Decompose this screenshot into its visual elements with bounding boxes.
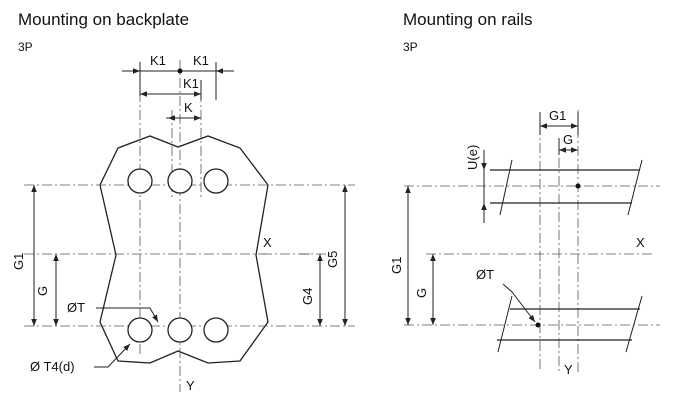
k1-mid-label: K1 xyxy=(183,76,199,91)
rails-title: Mounting on rails xyxy=(403,10,533,29)
k-label: K xyxy=(184,100,193,115)
bottom-hole-2 xyxy=(167,317,193,343)
g-label: G xyxy=(35,286,50,296)
x-axis-label: X xyxy=(263,235,272,250)
rails-x-axis-label: X xyxy=(636,235,645,250)
ue-label: U(e) xyxy=(465,145,480,170)
backplate-subtitle: 3P xyxy=(18,40,33,54)
top-hole-2 xyxy=(167,168,193,194)
top-hole-3 xyxy=(203,168,229,194)
top-hole-1 xyxy=(127,168,153,194)
rails-g-label: G xyxy=(414,288,429,298)
bottom-hole-1 xyxy=(127,317,153,343)
k1-left-label: K1 xyxy=(150,53,166,68)
rails-g1-top-label: G1 xyxy=(549,108,566,123)
rails-g1-label: G1 xyxy=(389,257,404,274)
g5-label: G5 xyxy=(325,251,340,268)
backplate-outline xyxy=(99,135,269,364)
g4-label: G4 xyxy=(300,288,315,305)
ot-label: ØT xyxy=(67,300,85,315)
g1-label: G1 xyxy=(11,253,26,270)
rails-g-top-label: G xyxy=(563,132,573,147)
y-axis-label: Y xyxy=(186,378,195,393)
backplate-title: Mounting on backplate xyxy=(18,10,190,29)
bottom-hole-3 xyxy=(203,317,229,343)
t4-label: Ø T4(d) xyxy=(30,359,75,374)
rails-y-axis-label: Y xyxy=(564,362,573,377)
rails-drawing: G1 G U(e) X G1 G ØT xyxy=(389,108,660,377)
rails-ot-label: ØT xyxy=(476,267,494,282)
backplate-drawing: K1 K1 K1 K G1 G X G5 G4 ØT xyxy=(11,53,355,393)
dimension-reference-dot xyxy=(177,68,183,74)
k1-right-label: K1 xyxy=(193,53,209,68)
rails-subtitle: 3P xyxy=(403,40,418,54)
